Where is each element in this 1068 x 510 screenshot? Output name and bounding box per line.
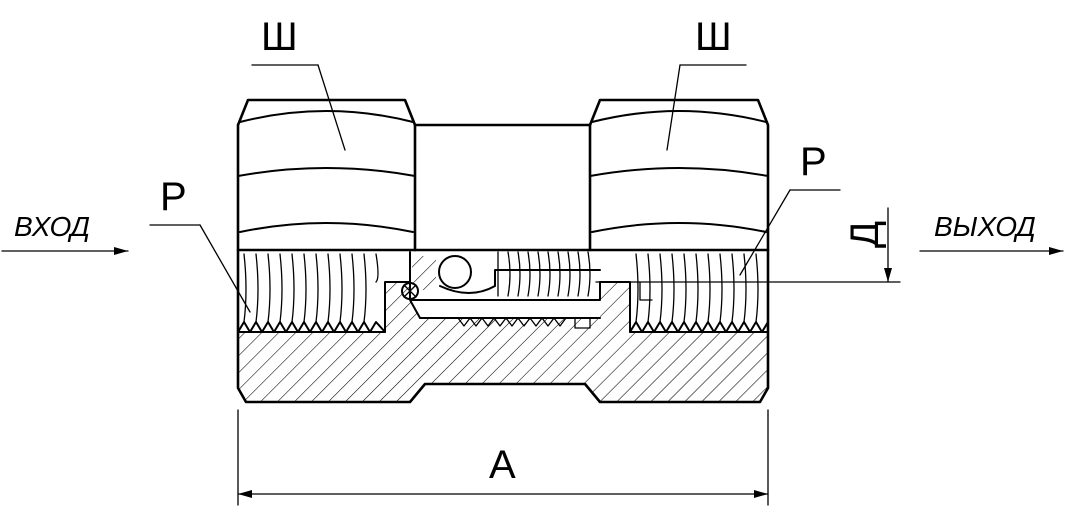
inlet-label: ВХОД xyxy=(14,211,90,242)
diameter-dimension xyxy=(595,207,901,283)
wrench-leaders xyxy=(251,64,747,151)
o-ring xyxy=(401,282,419,300)
hex-nut-right xyxy=(588,98,770,252)
thread-right xyxy=(629,253,769,333)
wrench-size-right-label: Ш xyxy=(695,15,732,59)
spring xyxy=(497,251,591,297)
check-ball xyxy=(438,255,472,289)
thread-left-label: Р xyxy=(160,175,187,219)
thread-right-label: Р xyxy=(800,140,827,184)
outlet-label: ВЫХОД xyxy=(934,211,1036,242)
thread-leaders xyxy=(149,189,841,313)
thread-left xyxy=(237,253,386,333)
diameter-label: Д xyxy=(843,221,887,248)
length-label: А xyxy=(489,443,516,487)
valve-internals xyxy=(401,251,601,329)
middle-body xyxy=(237,123,769,252)
wrench-size-left-label: Ш xyxy=(261,15,298,59)
section-hatch xyxy=(238,282,768,402)
hex-nut-left xyxy=(236,98,417,252)
length-dimension xyxy=(237,409,769,506)
section-outline xyxy=(236,248,770,404)
